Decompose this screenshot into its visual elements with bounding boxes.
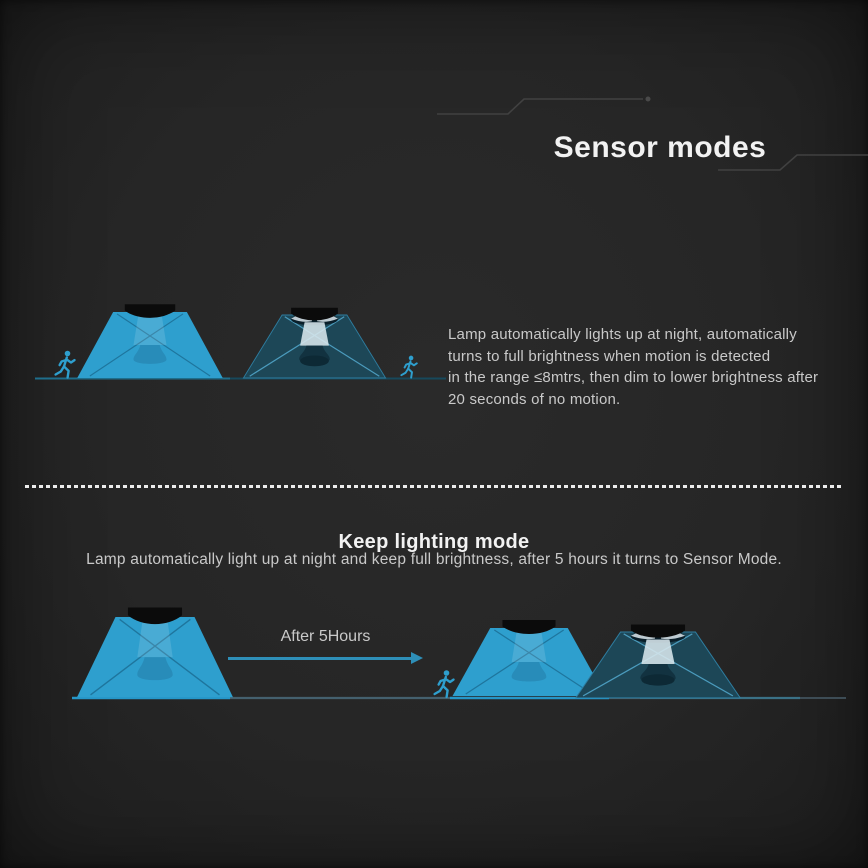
after-5-hours-arrow-icon (228, 652, 423, 664)
lamp-dim-brightness-cone (576, 624, 740, 697)
description-line: in the range ≤8mtrs, then dim to lower b… (448, 369, 819, 386)
lamp-full-brightness-cone (77, 304, 223, 378)
sensor-mode-description: Lamp automatically lights up at night, a… (448, 324, 848, 410)
after-5-hours-label: After 5Hours (280, 628, 371, 645)
running-person-icon (400, 354, 418, 379)
lamp-dim-brightness-cone (243, 308, 385, 378)
lamp-full-brightness-cone (453, 620, 606, 696)
keep-lighting-mode-title: Keep lighting mode (338, 530, 530, 553)
dashed-divider (25, 485, 843, 488)
keep-lighting-mode-description: Lamp automatically light up at night and… (86, 551, 782, 568)
sensor-mode-illustration (35, 292, 446, 380)
description-line: 20 seconds of no motion. (448, 390, 621, 408)
running-person-icon (54, 349, 76, 379)
circuit-line-bottom-icon (718, 154, 868, 171)
sensor-modes-title: Sensor modes (553, 131, 767, 165)
keep-lighting-mode-illustration (72, 598, 846, 700)
description-line: Lamp automatically lights up at night, a… (448, 326, 797, 343)
description-line: turns to full brightness when motion is … (448, 347, 771, 365)
lamp-full-brightness-cone (77, 608, 233, 698)
running-person-icon (433, 669, 455, 699)
circuit-line-top-icon (437, 96, 651, 115)
